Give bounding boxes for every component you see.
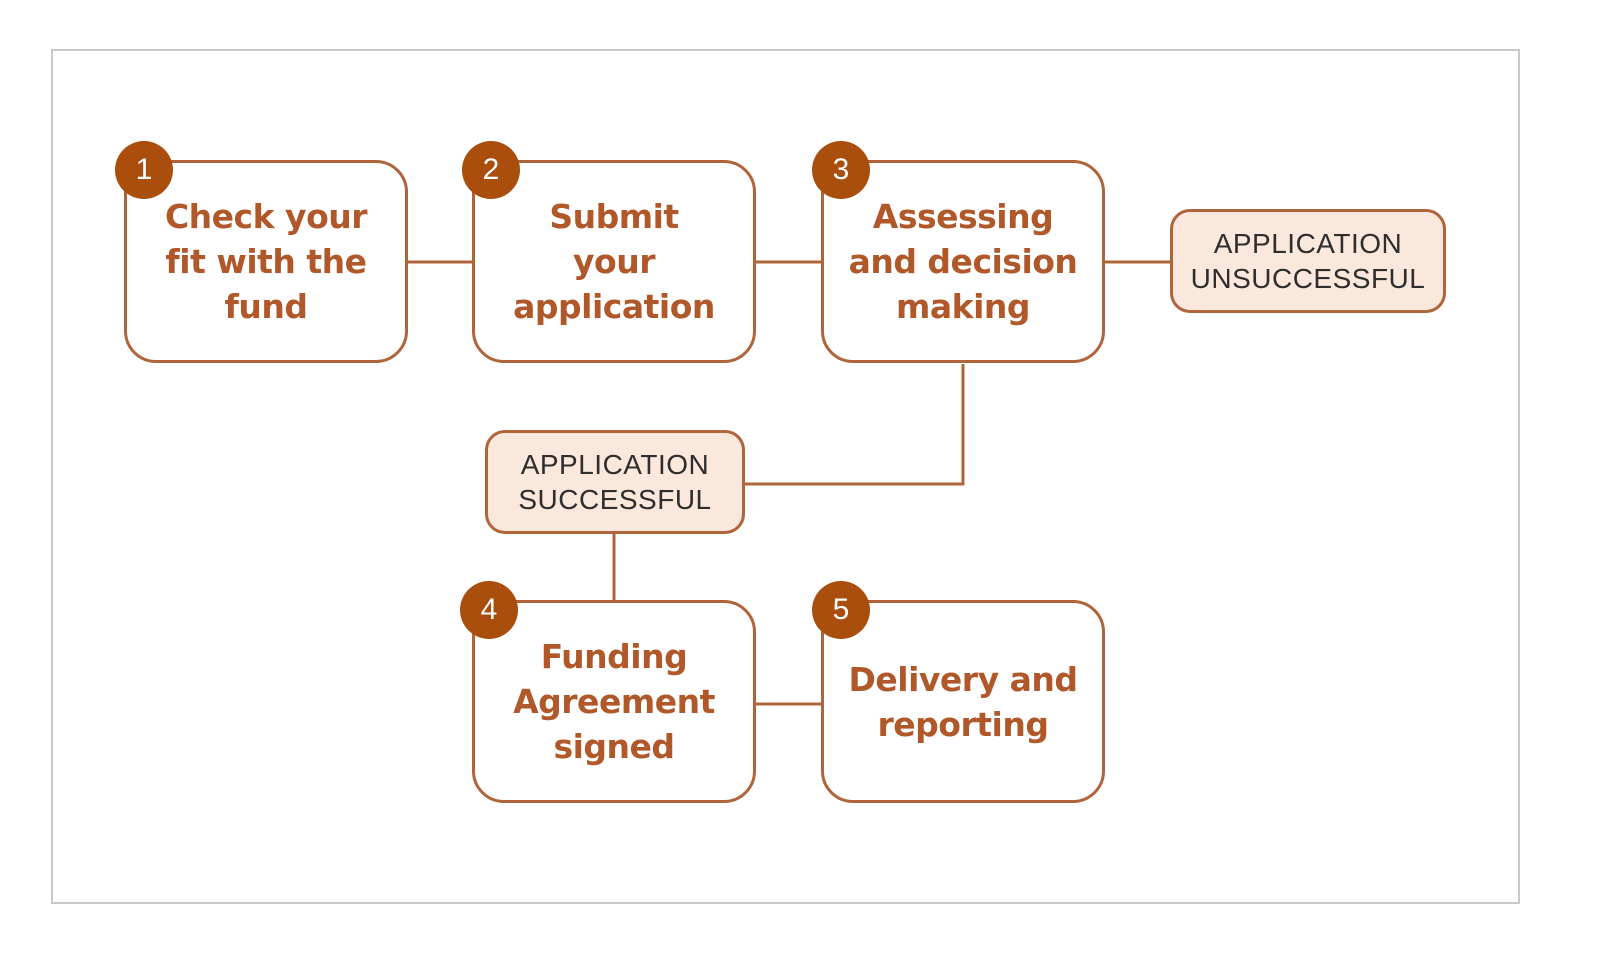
step-number-badge: 1 (115, 141, 173, 199)
connector-3-successful (743, 364, 965, 486)
step-label: Delivery and reporting (848, 659, 1078, 744)
outcome-label: APPLICATION SUCCESSFUL (518, 449, 712, 515)
step-label: Submit your application (513, 197, 715, 326)
step-label: Assessing and decision making (848, 197, 1078, 326)
outcome-unsuccessful: APPLICATION UNSUCCESSFUL (1170, 209, 1446, 313)
step-box-assessing: Assessing and decision making (821, 160, 1105, 363)
step-label: Check your fit with the fund (164, 197, 368, 326)
step-box-check-fit: Check your fit with the fund (124, 160, 408, 363)
outcome-label: APPLICATION UNSUCCESSFUL (1190, 228, 1426, 294)
step-number-badge: 2 (462, 141, 520, 199)
step-number-badge: 4 (460, 581, 518, 639)
step-box-funding-agreement: Funding Agreement signed (472, 600, 756, 803)
step-box-delivery-reporting: Delivery and reporting (821, 600, 1105, 803)
diagram-frame (51, 49, 1520, 904)
step-label: Funding Agreement signed (513, 637, 715, 766)
step-box-submit-application: Submit your application (472, 160, 756, 363)
step-number-badge: 3 (812, 141, 870, 199)
outcome-successful: APPLICATION SUCCESSFUL (485, 430, 745, 534)
step-number-badge: 5 (812, 581, 870, 639)
